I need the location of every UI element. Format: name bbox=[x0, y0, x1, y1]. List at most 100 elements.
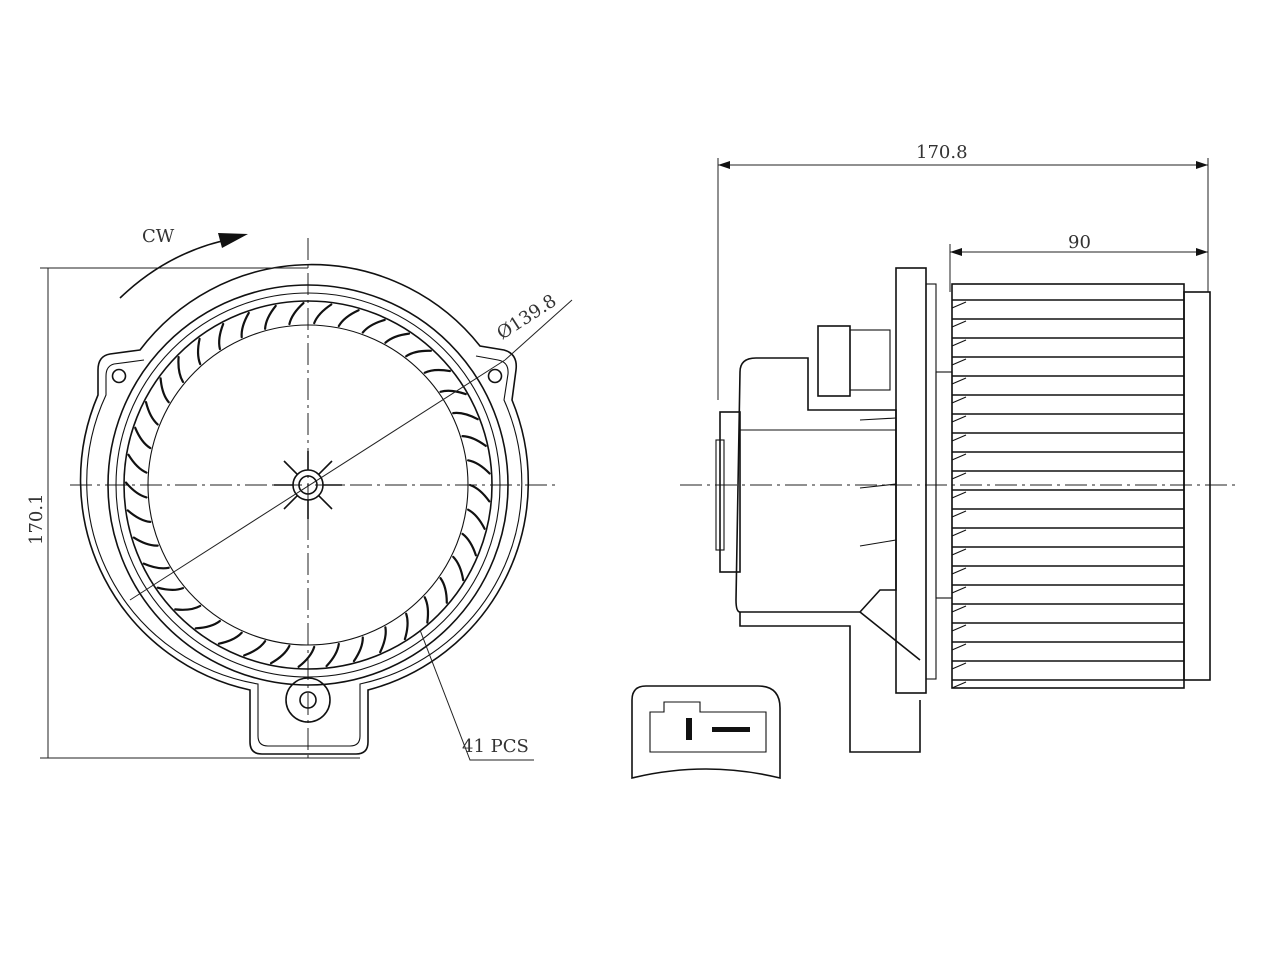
length-arrow-right bbox=[1196, 161, 1208, 169]
bottom-tab-boss bbox=[285, 677, 331, 723]
width-label: 90 bbox=[1068, 232, 1091, 253]
hub-spoke bbox=[318, 495, 333, 510]
width-arrow-right bbox=[1196, 248, 1208, 256]
fan-blade bbox=[264, 304, 277, 330]
side-blade-tip bbox=[951, 529, 967, 537]
top-connector-body bbox=[849, 329, 891, 391]
fan-blade bbox=[379, 626, 387, 654]
diameter-leader-tail bbox=[504, 299, 573, 361]
connector-face bbox=[649, 701, 767, 753]
fan-blade bbox=[439, 577, 448, 604]
fan-blade bbox=[156, 586, 185, 591]
motor-endcap-inner bbox=[715, 439, 725, 551]
fan-blade bbox=[384, 332, 411, 344]
fan-blade bbox=[468, 483, 491, 503]
fan-blade bbox=[196, 337, 202, 366]
housing-inner-outline bbox=[86, 355, 523, 747]
fan-blade bbox=[144, 401, 159, 426]
hub-shaft bbox=[298, 475, 318, 495]
side-blade-tip bbox=[951, 491, 967, 499]
side-view: 170.8 90 bbox=[680, 142, 1240, 753]
fan-blade bbox=[461, 532, 477, 557]
hub-outer bbox=[292, 469, 324, 501]
blower-wheel-blades bbox=[951, 299, 1184, 689]
fan-blade bbox=[403, 612, 409, 641]
side-blade-tip bbox=[951, 339, 967, 347]
side-blade-tip bbox=[951, 358, 967, 366]
side-blade-tip bbox=[951, 415, 967, 423]
mounting-flange bbox=[895, 267, 927, 694]
side-blade-tip bbox=[951, 605, 967, 613]
fan-blade bbox=[159, 377, 170, 404]
fan-blade bbox=[467, 508, 486, 530]
side-blade-tip bbox=[951, 320, 967, 328]
blower-wheel-ring bbox=[1183, 291, 1211, 681]
fan-blade bbox=[288, 302, 305, 326]
fan-blade bbox=[217, 631, 243, 645]
flange-lip bbox=[925, 283, 937, 680]
hub-spoke bbox=[283, 460, 298, 475]
side-blade-tip bbox=[951, 396, 967, 404]
hub-spoke bbox=[318, 460, 333, 475]
connector-pin-1 bbox=[686, 718, 692, 740]
fan-blade bbox=[240, 311, 250, 339]
fan-blade bbox=[177, 356, 185, 383]
motor-fins bbox=[859, 417, 897, 547]
fan-blade bbox=[352, 636, 364, 663]
side-blade-tip bbox=[951, 681, 967, 689]
fan-blade bbox=[124, 481, 148, 499]
hub-spoke bbox=[283, 495, 298, 510]
connector-outline bbox=[631, 685, 781, 780]
fan-blade bbox=[313, 303, 333, 325]
fan-blade bbox=[439, 389, 467, 396]
side-blade-tip bbox=[951, 643, 967, 651]
bottom-mount-hole bbox=[299, 691, 317, 709]
fan-blade bbox=[269, 644, 291, 665]
top-connector bbox=[817, 325, 851, 397]
fan-blade bbox=[297, 645, 316, 668]
fan-blade bbox=[325, 642, 340, 668]
connector-housing bbox=[739, 612, 921, 753]
side-blade-tip bbox=[951, 377, 967, 385]
hub bbox=[274, 451, 342, 519]
side-blade-tip bbox=[951, 301, 967, 309]
fan-blade bbox=[423, 596, 430, 624]
front-view: Ø139.8 170.1 41 PCS CW bbox=[26, 226, 573, 761]
blade-count-label: 41 PCS bbox=[462, 736, 529, 757]
outer-ring bbox=[107, 284, 509, 686]
diameter-leader-line bbox=[129, 359, 506, 601]
fan-blade bbox=[134, 426, 152, 450]
length-arrow-left bbox=[718, 161, 730, 169]
fan-blade bbox=[132, 536, 159, 547]
diameter-label: Ø139.8 bbox=[493, 290, 560, 344]
rotation-label: CW bbox=[142, 226, 175, 247]
length-label: 170.8 bbox=[916, 142, 968, 163]
fan-blades bbox=[124, 302, 491, 668]
outer-ring-2 bbox=[115, 292, 501, 678]
side-blade-tip bbox=[951, 472, 967, 480]
connector-detail bbox=[631, 685, 781, 780]
fan-blade bbox=[243, 640, 267, 657]
connector-pin-2 bbox=[712, 727, 750, 732]
side-blade-tip bbox=[951, 548, 967, 556]
right-mount-hole bbox=[487, 368, 503, 384]
fan-blade bbox=[467, 459, 491, 475]
connector-housing-edge bbox=[859, 611, 921, 661]
fan-blade bbox=[452, 555, 465, 582]
height-label: 170.1 bbox=[26, 493, 47, 545]
blade-count-leader bbox=[419, 629, 534, 761]
side-blade-tip bbox=[951, 453, 967, 461]
fan-blade bbox=[452, 411, 479, 421]
side-blade-tip bbox=[951, 567, 967, 575]
blower-wheel bbox=[951, 283, 1185, 689]
side-blade-tip bbox=[951, 662, 967, 670]
side-blade-tip bbox=[951, 624, 967, 632]
fan-blade bbox=[127, 453, 148, 474]
shaft-collar bbox=[935, 371, 953, 599]
motor-endcap bbox=[719, 411, 741, 573]
fan-blade bbox=[423, 368, 451, 374]
left-mount-hole bbox=[111, 368, 127, 384]
side-blade-tip bbox=[951, 510, 967, 518]
